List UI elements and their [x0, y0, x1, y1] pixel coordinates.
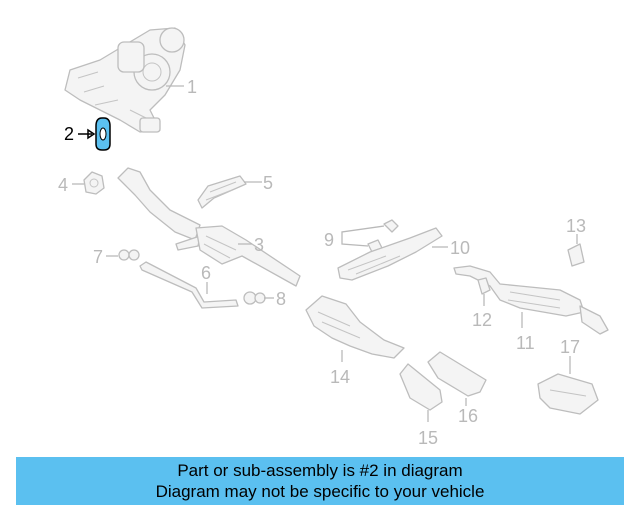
part-6-pipe[interactable]	[139, 261, 239, 309]
banner-line-1: Part or sub-assembly is #2 in diagram	[177, 461, 463, 480]
part-5-heat-shield-bracket[interactable]	[197, 175, 247, 209]
part-10-heat-shield[interactable]	[337, 227, 443, 281]
callout-15[interactable]: 15	[418, 428, 438, 448]
callout-7[interactable]: 7	[93, 247, 103, 267]
callout-14[interactable]: 14	[330, 367, 350, 387]
callout-10[interactable]: 10	[450, 238, 470, 258]
part-13-bracket[interactable]	[567, 243, 585, 267]
part-2-gasket[interactable]	[95, 117, 111, 151]
part-14-heat-shield[interactable]	[305, 295, 405, 359]
part-4-flange[interactable]	[83, 171, 105, 195]
part-15-heat-shield[interactable]	[399, 363, 443, 411]
front-pipe[interactable]	[117, 167, 201, 251]
callout-11[interactable]: 11	[516, 333, 535, 353]
callout-16[interactable]: 16	[458, 406, 478, 426]
exhaust-parts-diagram: 1 2 4 5 3 7 6	[58, 27, 609, 448]
part-1-turbo-manifold[interactable]	[64, 27, 186, 133]
callout-8[interactable]: 8	[276, 289, 286, 309]
part-7-clamp[interactable]	[118, 249, 140, 261]
callout-1[interactable]: 1	[187, 77, 197, 97]
callout-6[interactable]: 6	[201, 263, 211, 283]
callout-12[interactable]: 12	[472, 310, 492, 330]
info-banner: Part or sub-assembly is #2 in diagram Di…	[16, 457, 624, 505]
banner-line-2: Diagram may not be specific to your vehi…	[155, 482, 485, 501]
callout-3[interactable]: 3	[254, 235, 264, 255]
callout-17[interactable]: 17	[560, 337, 580, 357]
part-12-hanger[interactable]	[477, 277, 491, 295]
callout-5[interactable]: 5	[263, 173, 273, 193]
callout-2[interactable]: 2	[64, 124, 74, 144]
part-17-heat-shield[interactable]	[537, 373, 599, 415]
part-16-heat-shield[interactable]	[427, 351, 487, 397]
part-3-catalytic-converter[interactable]	[195, 225, 301, 287]
callout-13[interactable]: 13	[566, 216, 586, 236]
callout-4[interactable]: 4	[58, 175, 68, 195]
part-8-clamp[interactable]	[243, 291, 266, 305]
callout-9[interactable]: 9	[324, 230, 334, 250]
